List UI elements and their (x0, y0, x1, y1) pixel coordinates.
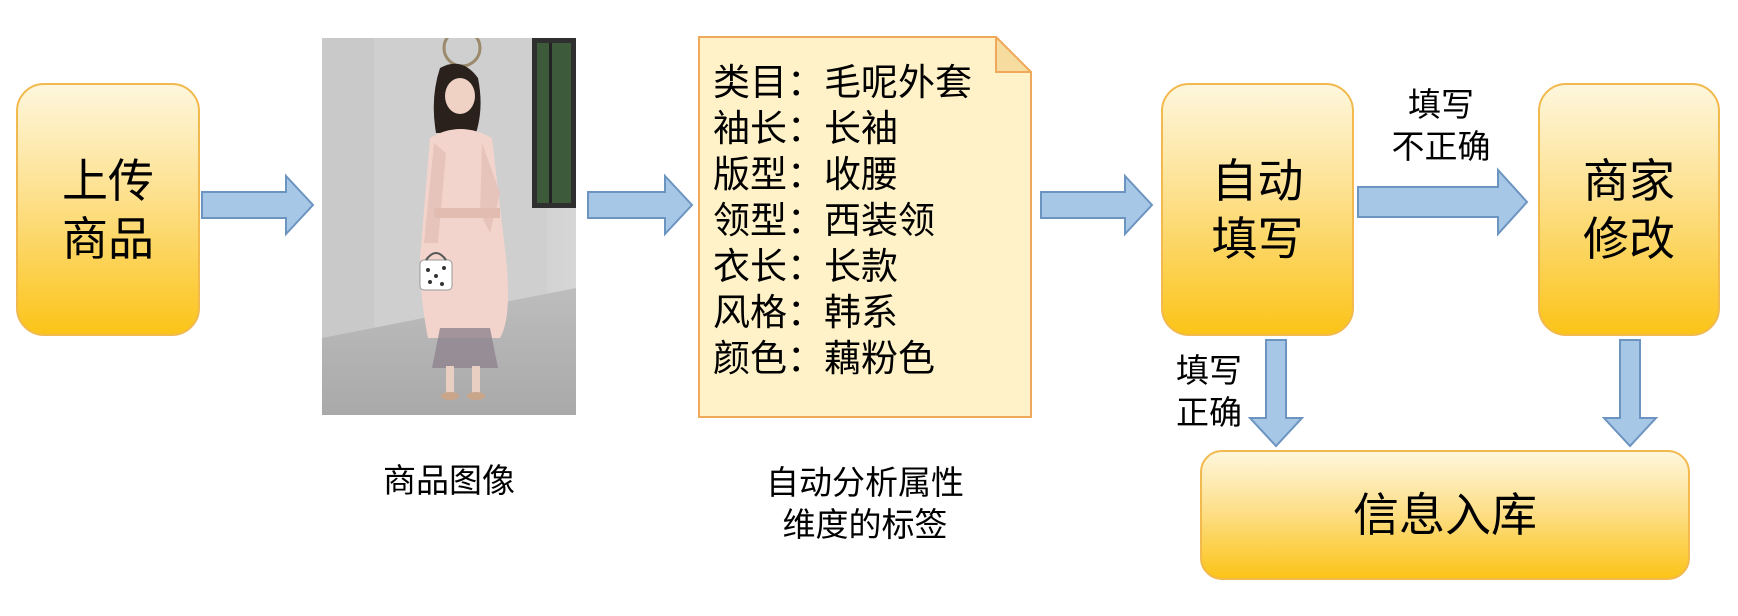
attribute-separator: ： (787, 107, 824, 150)
attribute-row: 领型：西装领 (713, 198, 972, 244)
attribute-separator: ： (787, 291, 824, 334)
attribute-key: 袖长 (713, 107, 787, 150)
attribute-key: 衣长 (713, 245, 787, 288)
attribute-row: 风格：韩系 (713, 290, 972, 336)
attribute-separator: ： (787, 245, 824, 288)
product-image-caption: 商品图像 (383, 461, 515, 500)
attribute-row: 版型：收腰 (713, 152, 972, 198)
auto-fill-label: 自动 填写 (1211, 153, 1304, 266)
upload-product-box: 上传 商品 (16, 83, 200, 336)
storage-label: 信息入库 (1353, 488, 1537, 542)
attribute-row: 颜色：藕粉色 (713, 336, 972, 382)
attribute-tags-caption: 自动分析属性 维度的标签 (766, 463, 964, 544)
attribute-value: 西装领 (824, 199, 935, 242)
attribute-row: 袖长：长袖 (713, 106, 972, 152)
attribute-list: 类目：毛呢外套 袖长：长袖 版型：收腰 领型：西装领 衣长：长款 风格：韩系 颜… (713, 60, 972, 382)
attribute-separator: ： (787, 61, 824, 104)
down-arrow-merchant-to-storage (1601, 339, 1659, 448)
attribute-value: 韩系 (824, 291, 898, 334)
attribute-value: 毛呢外套 (824, 61, 972, 104)
attribute-row: 类目：毛呢外套 (713, 60, 972, 106)
right-arrow-upload-to-image (201, 173, 315, 237)
down-arrow-autofill-to-storage (1247, 339, 1305, 448)
upload-product-label: 上传 商品 (62, 153, 154, 266)
product-image (322, 38, 576, 415)
attribute-value: 长款 (824, 245, 898, 288)
product-photo-illustration (322, 38, 576, 415)
attribute-key: 风格 (713, 291, 787, 334)
attribute-separator: ： (787, 153, 824, 196)
attribute-tag-note (698, 36, 1032, 418)
edge-label-correct: 填写 正确 (1176, 351, 1242, 432)
attribute-separator: ： (787, 337, 824, 380)
merchant-edit-label: 商家 修改 (1583, 153, 1675, 266)
attribute-key: 领型 (713, 199, 787, 242)
right-arrow-image-to-note (587, 173, 694, 237)
attribute-value: 藕粉色 (824, 337, 935, 380)
merchant-edit-box: 商家 修改 (1538, 83, 1720, 336)
right-arrow-note-to-autofill (1040, 173, 1154, 237)
auto-fill-box: 自动 填写 (1161, 83, 1354, 336)
attribute-key: 颜色 (713, 337, 787, 380)
edge-label-incorrect: 填写 不正确 (1391, 85, 1491, 166)
attribute-value: 长袖 (824, 107, 898, 150)
attribute-separator: ： (787, 199, 824, 242)
attribute-row: 衣长：长款 (713, 244, 972, 290)
storage-box: 信息入库 (1200, 450, 1690, 580)
attribute-key: 版型 (713, 153, 787, 196)
right-arrow-autofill-to-merchant (1357, 167, 1529, 237)
attribute-key: 类目 (713, 61, 787, 104)
attribute-value: 收腰 (824, 153, 898, 196)
